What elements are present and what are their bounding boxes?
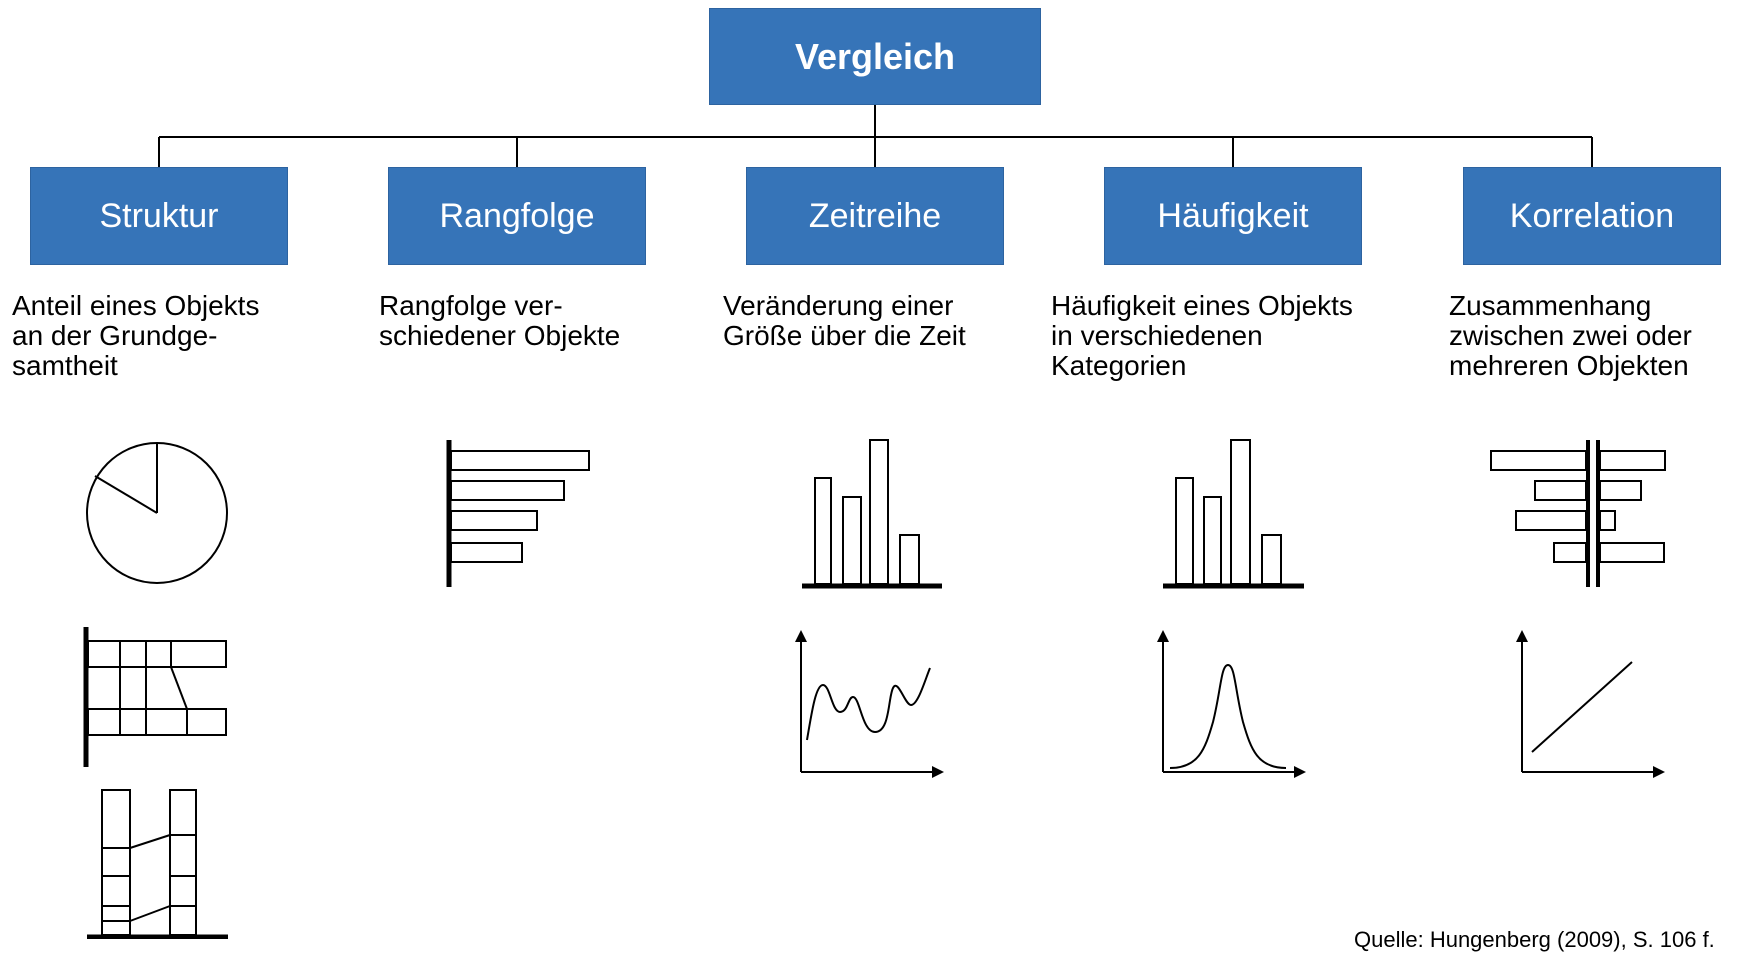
category-label: Korrelation [1509,196,1675,235]
stacked-bar-horizontal-icon [83,627,227,767]
description-rangfolge: Rangfolge ver- schiedener Objekte [379,290,621,351]
histogram-icon [1163,439,1304,589]
category-label: Häufigkeit [1157,196,1309,235]
column-chart-icon [802,439,942,589]
category-zeitreihe: Zeitreihe [746,167,1004,265]
description-haeufigkeit: Häufigkeit eines Objekts in verschiedene… [1051,290,1353,381]
category-struktur: Struktur [30,167,288,265]
stacked-column-icon [87,789,228,939]
source-note: Quelle: Hungenberg (2009), S. 106 f. [1354,927,1715,952]
horizontal-bar-chart-icon [446,440,590,587]
distribution-curve-icon [1157,630,1306,778]
pie-chart-icon [86,442,228,584]
description-struktur: Anteil eines Objekts an der Grundge- sam… [12,290,260,381]
root-label: Vergleich [794,35,956,77]
category-label: Zeitreihe [808,196,942,235]
category-korrelation: Korrelation [1463,167,1721,265]
category-rangfolge: Rangfolge [388,167,646,265]
scatter-line-icon [1516,630,1665,778]
description-korrelation: Zusammenhang zwischen zwei oder mehreren… [1449,290,1692,381]
root-node-vergleich: Vergleich [709,8,1041,105]
category-label: Struktur [99,196,219,235]
category-label: Rangfolge [439,196,595,235]
line-chart-icon [795,630,944,778]
tornado-chart-icon [1490,440,1666,587]
description-zeitreihe: Veränderung einer Größe über die Zeit [723,290,966,351]
category-haeufigkeit: Häufigkeit [1104,167,1362,265]
